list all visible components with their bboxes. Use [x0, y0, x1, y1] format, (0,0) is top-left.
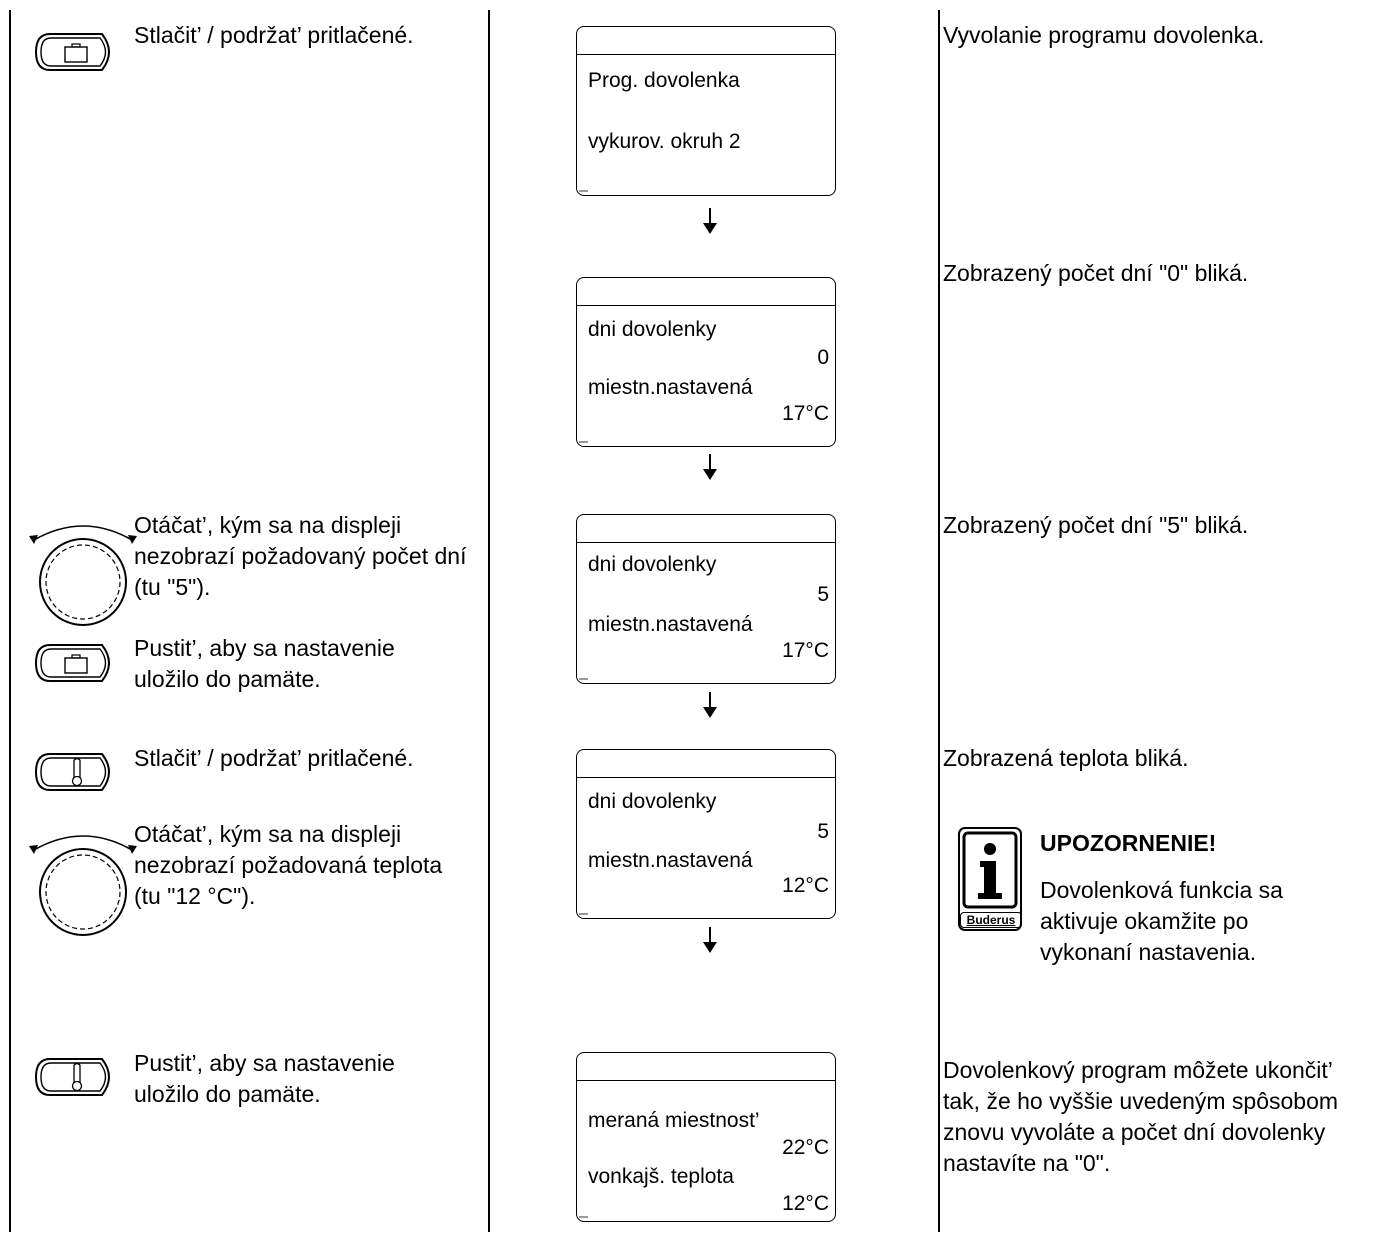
display-line: dni dovolenky [588, 553, 717, 576]
display-value: 5 [817, 820, 829, 843]
thermometer-button-icon[interactable] [32, 1057, 118, 1097]
step-press-hold-holiday: Stlačit’ / podržat’ pritlačené. [134, 22, 414, 48]
suitcase-button-icon[interactable] [32, 32, 118, 72]
display-header-bar [577, 1080, 835, 1081]
suitcase-button-icon[interactable] [32, 643, 118, 683]
note-title: UPOZORNENIE! [1040, 830, 1217, 856]
display-value: 17°C [782, 402, 829, 425]
display-value: 5 [817, 583, 829, 606]
display-value: 12°C [782, 1192, 829, 1215]
note-text: Dovolenková funkcia sa aktivuje okamžite… [1040, 877, 1283, 965]
description-end-program: Dovolenkový program môžete ukončit’ tak,… [943, 1057, 1339, 1176]
display-line: miestn.nastavená [588, 849, 753, 872]
display-line: vykurov. okruh 2 [588, 130, 741, 153]
arrow-down-icon [703, 208, 717, 234]
lcd-display-2: dni dovolenky 0 miestn.nastavená 17°C [576, 277, 836, 447]
column-divider-middle-left [488, 10, 490, 1232]
step-release-holiday: Pustit’, aby sa nastavenie uložilo do pa… [134, 635, 395, 692]
display-line: dni dovolenky [588, 318, 717, 341]
display-line: dni dovolenky [588, 790, 717, 813]
display-value: 22°C [782, 1136, 829, 1159]
column-divider-middle-right [938, 10, 940, 1232]
display-header-bar [577, 777, 835, 778]
step-press-hold-temp: Stlačit’ / podržat’ pritlačené. [134, 745, 414, 771]
display-header-bar [577, 54, 835, 55]
description-call-program: Vyvolanie programu dovolenka. [943, 22, 1265, 48]
arrow-down-icon [703, 454, 717, 480]
display-value: 12°C [782, 874, 829, 897]
display-line: miestn.nastavená [588, 376, 753, 399]
display-value: 0 [817, 346, 829, 369]
lcd-display-4: dni dovolenky 5 miestn.nastavená 12°C [576, 749, 836, 919]
step-rotate-days: Otáčat’, kým sa na displeji nezobrazí po… [134, 512, 467, 600]
display-line: Prog. dovolenka [588, 69, 740, 92]
info-icon [958, 827, 1022, 931]
lcd-display-1: Prog. dovolenka vykurov. okruh 2 [576, 26, 836, 196]
lcd-display-5: meraná miestnost’ 22°C vonkajš. teplota … [576, 1052, 836, 1222]
display-value: 17°C [782, 639, 829, 662]
step-rotate-temp: Otáčat’, kým sa na displeji nezobrazí po… [134, 821, 443, 909]
description-days-zero: Zobrazený počet dní "0" bliká. [943, 260, 1249, 286]
display-line: meraná miestnost’ [588, 1109, 760, 1132]
display-header-bar [577, 542, 835, 543]
display-line: vonkajš. teplota [588, 1165, 734, 1188]
arrow-down-icon [703, 692, 717, 718]
display-header-bar [577, 305, 835, 306]
lcd-display-3: dni dovolenky 5 miestn.nastavená 17°C [576, 514, 836, 684]
buderus-logo: Buderus [960, 912, 1022, 928]
rotary-knob-icon[interactable] [24, 828, 142, 936]
thermometer-button-icon[interactable] [32, 752, 118, 792]
column-divider-left [9, 10, 11, 1232]
description-days-five: Zobrazený počet dní "5" bliká. [943, 512, 1249, 538]
description-temp-blinks: Zobrazená teplota bliká. [943, 745, 1189, 771]
step-release-temp: Pustit’, aby sa nastavenie uložilo do pa… [134, 1050, 395, 1107]
rotary-knob-icon[interactable] [24, 518, 142, 626]
arrow-down-icon [703, 927, 717, 953]
display-line: miestn.nastavená [588, 613, 753, 636]
